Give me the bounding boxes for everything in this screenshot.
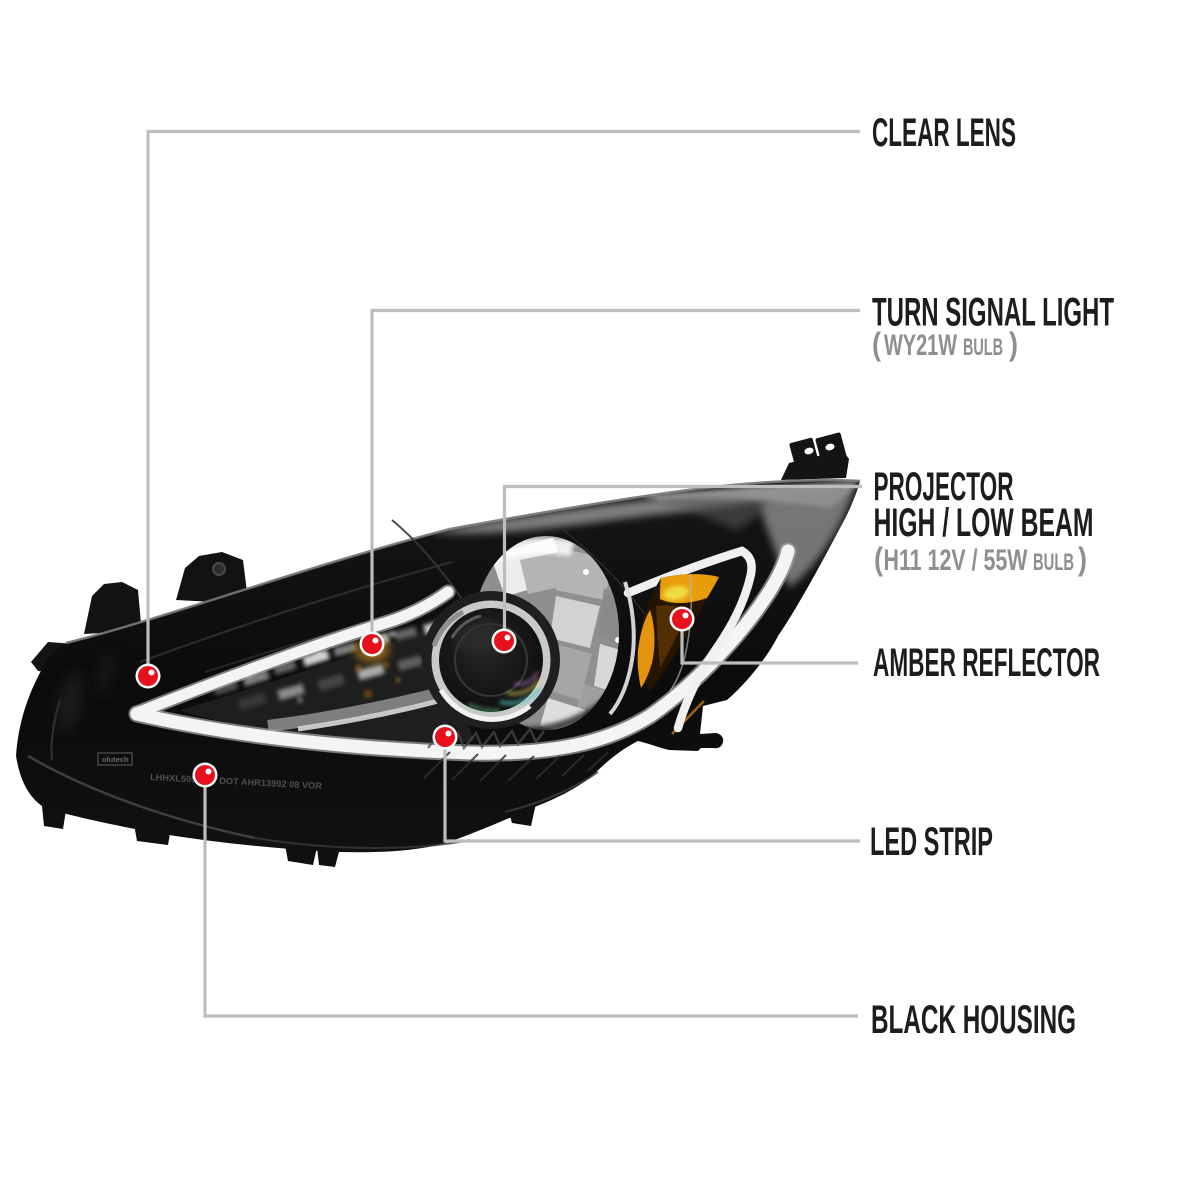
svg-text:PROJECTOR: PROJECTOR xyxy=(874,465,1014,509)
svg-text:TURN SIGNAL LIGHT: TURN SIGNAL LIGHT xyxy=(872,291,1114,335)
svg-text:HIGH / LOW BEAM: HIGH / LOW BEAM xyxy=(874,501,1094,545)
svg-text:LED STRIP: LED STRIP xyxy=(870,820,993,864)
svg-text:BULB: BULB xyxy=(963,334,1003,361)
svg-text:BLACK HOUSING: BLACK HOUSING xyxy=(871,998,1076,1042)
svg-text:CLEAR LENS: CLEAR LENS xyxy=(872,111,1016,155)
svg-text:WY21W: WY21W xyxy=(884,329,957,362)
svg-text:AMBER REFLECTOR: AMBER REFLECTOR xyxy=(873,641,1100,685)
svg-text:(: ( xyxy=(872,326,881,362)
svg-text:(: ( xyxy=(874,541,883,577)
svg-text:BULB: BULB xyxy=(1033,549,1074,576)
svg-text:olutech: olutech xyxy=(102,755,129,764)
svg-text:H11 12V / 55W: H11 12V / 55W xyxy=(884,544,1028,577)
svg-text:): ) xyxy=(1078,541,1087,577)
svg-text:): ) xyxy=(1009,326,1018,362)
